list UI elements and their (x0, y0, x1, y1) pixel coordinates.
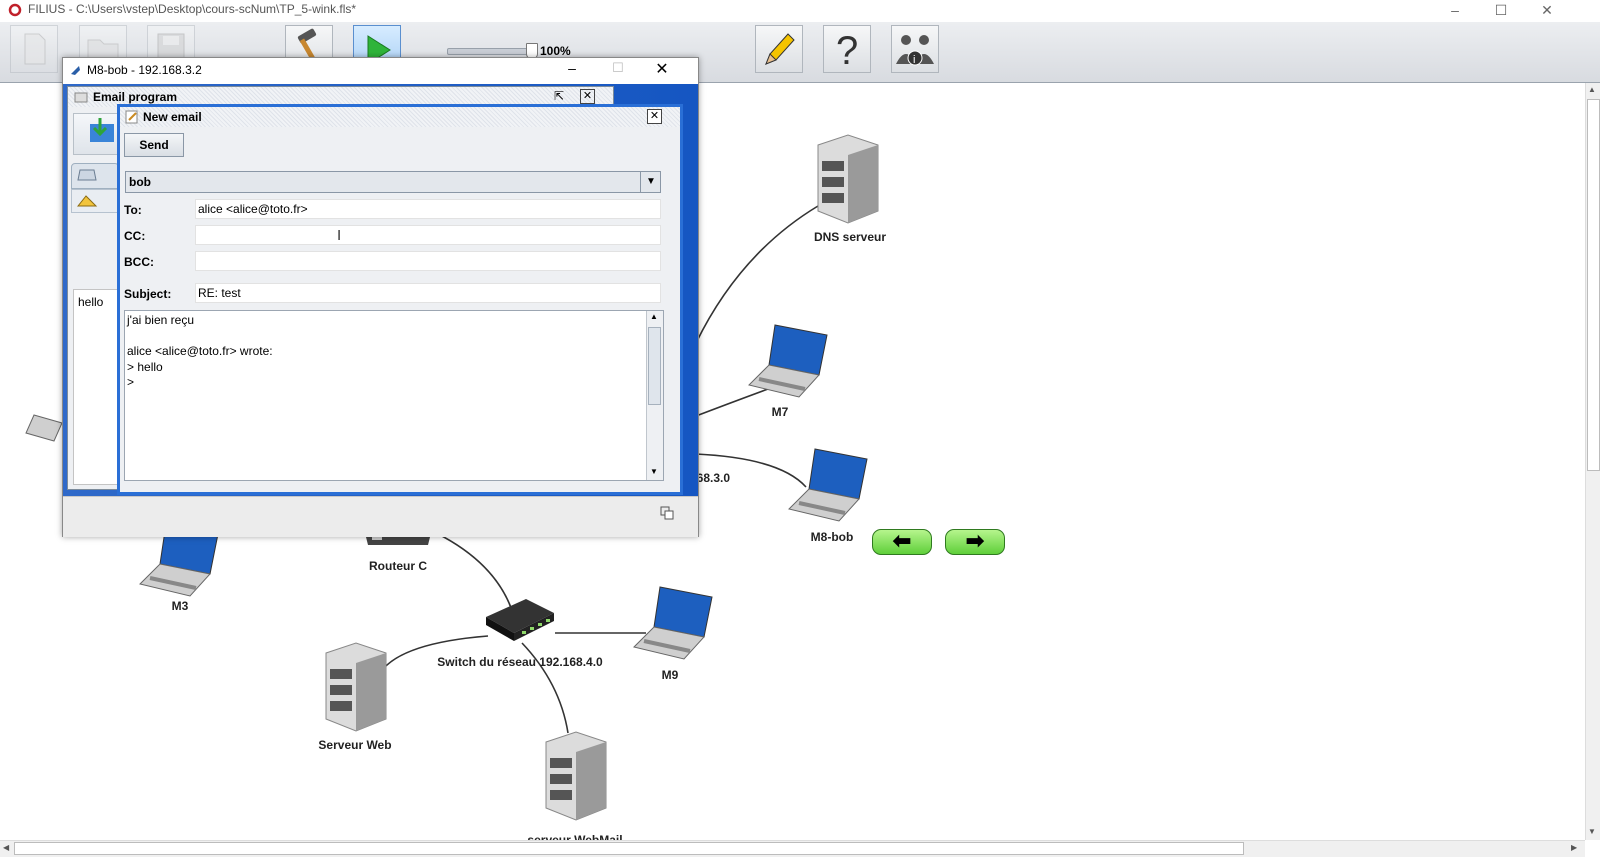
preview-text: hello (78, 295, 104, 309)
minimize-app-button[interactable]: – (1451, 2, 1459, 18)
people-info-icon: i (896, 35, 934, 66)
m8-bob-laptop-icon[interactable] (787, 445, 872, 525)
horizontal-scroll-thumb[interactable] (14, 842, 1244, 855)
m9-laptop-icon[interactable] (632, 583, 717, 663)
bob-window-titlebar[interactable]: M8-bob - 192.168.3.2 – ☐ ✕ (63, 58, 698, 84)
m7-laptop-icon[interactable] (747, 321, 832, 401)
message-body-area[interactable]: j'ai bien reçu alice <alice@toto.fr> wro… (124, 310, 664, 481)
zoom-value: 100% (540, 44, 571, 58)
bcc-label: BCC: (124, 255, 154, 269)
body-line-2 (127, 329, 273, 345)
to-label: To: (124, 203, 142, 217)
subject-field[interactable]: RE: test (195, 283, 661, 303)
help-button[interactable]: ? (823, 25, 871, 73)
web-server-label: Serveur Web (318, 738, 392, 752)
inbox-icon (77, 169, 97, 181)
router-c-label: Routeur C (369, 559, 427, 573)
dns-server-label: DNS serveur (813, 230, 887, 244)
body-scroll-thumb[interactable] (648, 327, 661, 405)
dns-server-icon[interactable] (812, 133, 884, 228)
web-server-icon[interactable] (320, 641, 392, 736)
documentation-button[interactable] (755, 25, 803, 73)
bob-close-button[interactable]: ✕ (655, 61, 669, 78)
tab-outbox[interactable] (71, 189, 119, 213)
detach-icon[interactable]: ⇱ (554, 89, 565, 103)
new-email-title: New email (143, 110, 202, 124)
vertical-scrollbar[interactable]: ▲ ▼ (1585, 83, 1600, 840)
new-file-icon (24, 33, 46, 65)
filius-window-icon (71, 66, 80, 75)
email-program-close-button[interactable]: ✕ (580, 89, 595, 104)
body-line-1: j'ai bien reçu (127, 313, 194, 327)
outbox-icon (76, 195, 98, 207)
bcc-field[interactable] (195, 251, 661, 271)
next-button[interactable]: ➡ (945, 529, 1005, 555)
bob-maximize-button: ☐ (612, 60, 624, 75)
m8-bob-label: M8-bob (810, 530, 854, 544)
compose-icon (125, 110, 138, 124)
email-app-icon (74, 92, 88, 103)
info-button[interactable]: i (891, 25, 939, 73)
tab-inbox[interactable] (71, 163, 119, 189)
scroll-right-icon[interactable]: ▶ (1571, 843, 1578, 852)
body-scroll-up-icon[interactable]: ▲ (650, 312, 658, 321)
new-email-window: New email ✕ Send bob ▼ To: alice <alice@… (117, 104, 683, 495)
app-title-bar: FILIUS - C:\Users\vstep\Desktop\cours-sc… (0, 0, 1600, 22)
previous-button[interactable]: ⬅ (872, 529, 932, 555)
m3-label: M3 (171, 599, 189, 613)
chevron-down-icon[interactable]: ▼ (640, 172, 661, 192)
message-preview: hello (73, 289, 123, 485)
zoom-slider[interactable] (447, 43, 538, 59)
email-program-title: Email program (93, 90, 178, 104)
filius-logo-icon (8, 3, 22, 17)
fetch-mail-icon (90, 118, 114, 142)
m9-label: M9 (661, 668, 679, 682)
body-scroll-down-icon[interactable]: ▼ (650, 467, 658, 476)
webmail-server-label: serveur WebMail (527, 833, 623, 840)
subject-label: Subject: (124, 287, 172, 301)
new-email-close-button[interactable]: ✕ (647, 109, 662, 124)
resize-grip-icon[interactable] (659, 505, 675, 521)
message-body[interactable]: j'ai bien reçu alice <alice@toto.fr> wro… (127, 313, 273, 391)
webmail-server-icon[interactable] (540, 730, 612, 825)
switch-icon[interactable] (482, 595, 557, 645)
close-app-button[interactable]: ✕ (1541, 2, 1553, 18)
text-cursor-icon: I (337, 227, 342, 244)
cc-field[interactable] (195, 225, 661, 245)
scroll-up-icon[interactable]: ▲ (1588, 85, 1596, 94)
body-line-5: > (127, 375, 135, 389)
account-selected-value: bob (129, 175, 151, 189)
switch-label: Switch du réseau 192.168.4.0 (437, 655, 603, 669)
horizontal-scrollbar[interactable]: ◀ ▶ (0, 840, 1585, 857)
new-file-button[interactable] (10, 25, 58, 73)
app-title: FILIUS - C:\Users\vstep\Desktop\cours-sc… (28, 2, 357, 16)
m7-label: M7 (771, 405, 789, 419)
new-email-titlebar[interactable]: New email ✕ (120, 107, 680, 127)
account-select[interactable]: bob ▼ (125, 171, 661, 193)
svg-text:i: i (913, 54, 915, 66)
bob-window-statusbar (63, 496, 698, 537)
fetch-mail-button[interactable] (73, 113, 123, 155)
bob-minimize-button[interactable]: – (568, 60, 576, 76)
bob-desktop-window: M8-bob - 192.168.3.2 – ☐ ✕ Email program… (62, 57, 699, 537)
svg-text:?: ? (836, 29, 858, 72)
bob-window-title: M8-bob - 192.168.3.2 (87, 63, 202, 77)
scroll-left-icon[interactable]: ◀ (3, 843, 10, 852)
partial-laptop-icon[interactable] (24, 401, 64, 451)
maximize-app-button[interactable]: ☐ (1494, 2, 1508, 18)
pencil-icon (765, 33, 795, 65)
send-button[interactable]: Send (124, 133, 184, 157)
scroll-down-icon[interactable]: ▼ (1588, 827, 1596, 836)
body-line-3: alice <alice@toto.fr> wrote: (127, 344, 273, 358)
question-mark-icon: ? (836, 29, 858, 73)
body-scrollbar[interactable]: ▲ ▼ (646, 311, 663, 480)
email-program-titlebar[interactable]: Email program ⇱ ✕ (68, 87, 613, 107)
cc-label: CC: (124, 229, 146, 243)
to-field[interactable]: alice <alice@toto.fr> (195, 199, 661, 219)
vertical-scroll-thumb[interactable] (1587, 99, 1600, 471)
body-line-4: > hello (127, 359, 163, 374)
